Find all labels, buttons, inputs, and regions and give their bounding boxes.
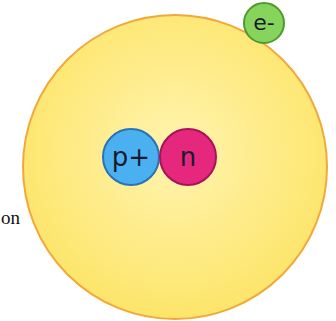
electron-particle: e- xyxy=(243,2,285,44)
proton-particle: p+ xyxy=(102,128,160,186)
electron-cloud xyxy=(23,15,327,319)
particle-symbol: p+ xyxy=(112,144,150,170)
particle-symbol: n xyxy=(180,144,196,170)
neutron-particle: n xyxy=(159,128,217,186)
particle-symbol: e- xyxy=(253,12,274,34)
caption-fragment: on xyxy=(1,208,20,227)
